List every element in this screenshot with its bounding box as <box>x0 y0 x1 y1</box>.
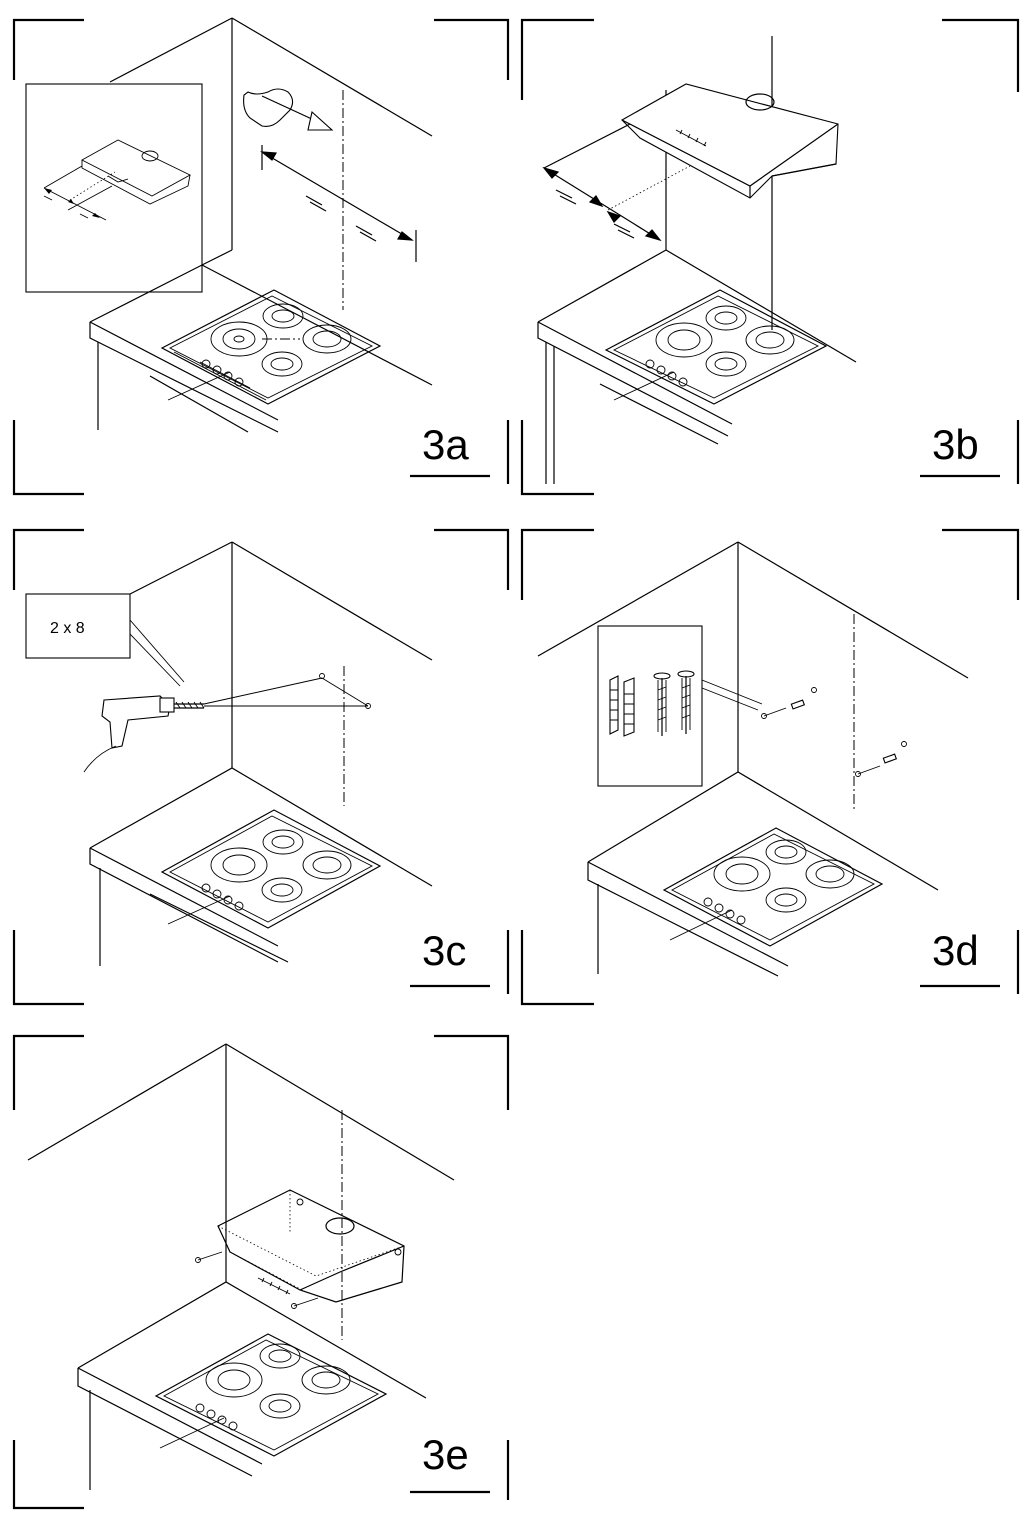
countertop <box>89 767 433 966</box>
step-label-3d: 3d <box>932 927 979 974</box>
drill-target-lines <box>203 673 371 709</box>
wall-screws-upper <box>761 687 817 719</box>
crop-corners <box>12 18 510 496</box>
countertop <box>587 771 939 977</box>
step-label-3e: 3e <box>422 1431 469 1478</box>
hand-pencil-icon <box>243 88 334 131</box>
crop-corners <box>12 1034 510 1510</box>
cooktop <box>604 289 828 405</box>
fixings-inset <box>597 625 763 787</box>
cooktop <box>154 1333 388 1457</box>
wall-corner <box>27 1043 455 1282</box>
cooktop <box>662 827 884 947</box>
crop-corners <box>520 18 1020 496</box>
panel-3a <box>12 17 510 496</box>
wall-screws-lower <box>855 741 907 777</box>
crop-corners <box>520 528 1020 1006</box>
measure-arrows <box>542 123 691 242</box>
hood-inset <box>25 83 203 293</box>
drill-spec-callout: 2 x 8 <box>50 620 85 637</box>
measure-arrows <box>260 145 417 262</box>
wall-corner <box>129 541 433 768</box>
wall-corner <box>537 36 857 363</box>
callout-box <box>25 593 185 687</box>
range-hood-mounted <box>217 1189 405 1303</box>
crop-corners <box>12 528 510 1006</box>
countertop <box>89 264 433 433</box>
wall-corner <box>109 17 433 266</box>
countertop <box>537 321 733 484</box>
step-label-3b: 3b <box>932 421 979 468</box>
step-label-3a: 3a <box>422 421 469 468</box>
panel-3b <box>520 18 1020 496</box>
wall-corner <box>537 541 969 772</box>
countertop <box>77 1281 427 1490</box>
cooktop <box>160 289 382 405</box>
panel-3d <box>520 528 1020 1006</box>
cooktop <box>160 809 382 929</box>
panel-3c <box>12 528 510 1006</box>
step-label-3c: 3c <box>422 927 467 974</box>
hood-screws <box>195 1251 319 1309</box>
drill-icon <box>83 695 205 773</box>
range-hood <box>621 83 839 199</box>
panel-3e <box>12 1034 510 1510</box>
